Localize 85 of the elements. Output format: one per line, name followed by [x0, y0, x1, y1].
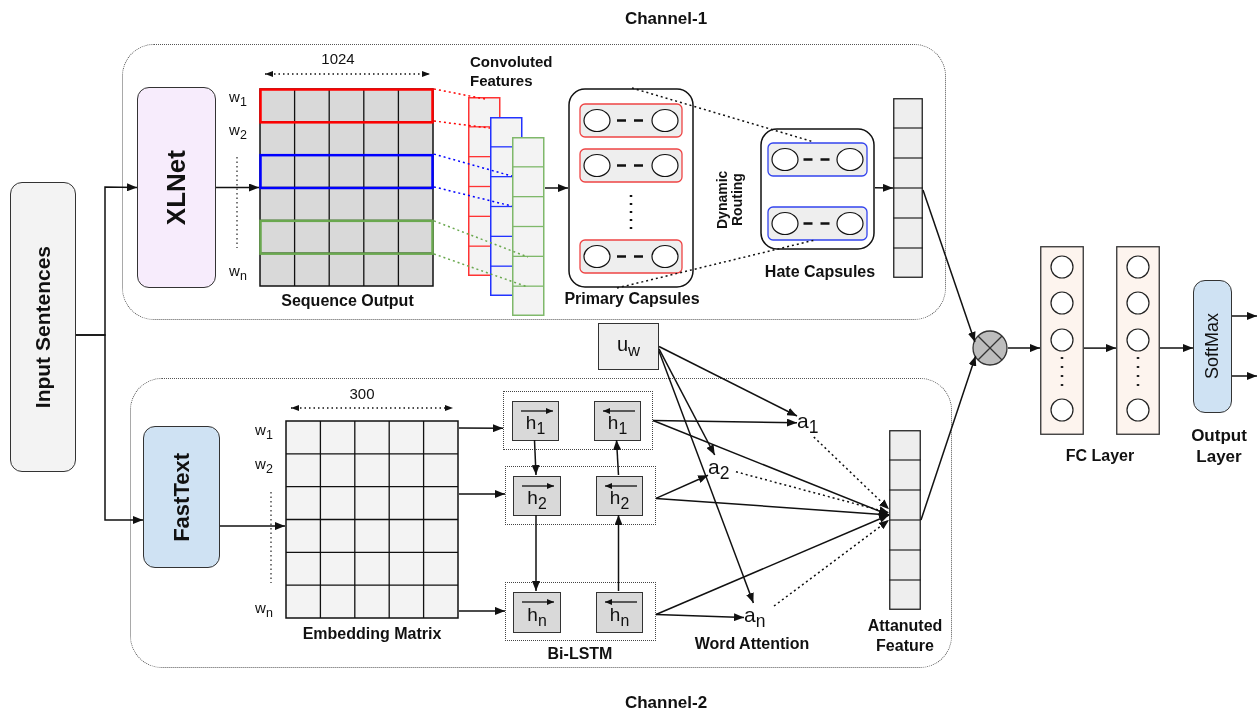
- row-label: w$_{1}$: [254, 421, 274, 443]
- box-label: Input Sentences: [31, 245, 55, 409]
- arrow: [655, 613, 745, 622]
- attention-weight-label: a$_{1}$: [797, 409, 825, 437]
- box-label: u$_{w}$: [616, 332, 641, 361]
- arrow: [532, 514, 540, 592]
- hidden-state-box: [513, 476, 561, 516]
- row-label: w$_{1}$: [228, 88, 248, 110]
- attention-weight-label: a$_{2}$: [708, 455, 736, 483]
- row-label: w$_{2}$: [254, 455, 274, 477]
- arrow: [920, 355, 977, 521]
- hidden-state-box: [596, 592, 643, 633]
- arrow: [614, 514, 623, 592]
- state-label: h$_{n}$: [609, 603, 630, 630]
- arrow: [1159, 344, 1194, 353]
- arrow: [458, 424, 504, 433]
- arrow: [658, 345, 798, 417]
- dotted-arrow: [773, 519, 890, 607]
- input-box: [10, 182, 76, 472]
- lstm-step-group: [503, 391, 653, 450]
- box-label: SoftMax: [1202, 313, 1223, 380]
- layer-caption: FC Layer: [1064, 446, 1136, 466]
- row-label: w$_{n}$: [254, 599, 274, 621]
- arrow: [613, 439, 622, 476]
- panel-heading: Channel-1: [624, 8, 708, 30]
- hidden-state-box: [513, 592, 561, 633]
- context-vector-box: [598, 323, 659, 370]
- multiply-operator-drawing: [972, 330, 1008, 366]
- lstm-step-group: [505, 466, 656, 525]
- panel-heading: Channel-2: [624, 692, 708, 711]
- hidden-state-box: [512, 401, 559, 441]
- dense-layer-drawing: [1040, 246, 1084, 435]
- hidden-state-box: [596, 476, 643, 516]
- feature-vector-drawing: [893, 98, 923, 278]
- box-label: FastText: [168, 452, 195, 542]
- arrow: [658, 350, 755, 604]
- arrow: [874, 183, 894, 192]
- state-label: h$_{n}$: [527, 603, 547, 630]
- arrow: [655, 514, 890, 616]
- arrow: [75, 334, 144, 524]
- layer-caption: Hate Capsules: [764, 262, 876, 282]
- layer-caption: Primary Capsules: [564, 289, 700, 309]
- layer-caption: Output Layer: [1190, 425, 1248, 468]
- state-label: h$_{1}$: [607, 412, 628, 438]
- dotted-arrow: [813, 436, 890, 510]
- arrow: [531, 439, 540, 476]
- hidden-state-box: [594, 401, 641, 441]
- routing-label: Dynamic Routing: [714, 169, 746, 232]
- arrow: [655, 474, 709, 500]
- state-label: h$_{2}$: [609, 487, 630, 513]
- state-label: h$_{2}$: [527, 487, 547, 513]
- layer-caption: Sequence Output: [281, 291, 414, 311]
- arrow: [922, 189, 976, 343]
- lstm-step-group: [505, 582, 656, 641]
- dense-layer-drawing: [1116, 246, 1160, 435]
- attention-weight-label: a$_{n}$: [744, 603, 774, 633]
- arrow: [1231, 311, 1258, 320]
- layer-caption: Embedding Matrix: [302, 624, 442, 644]
- arrow: [658, 348, 716, 456]
- layer-caption: Word Attention: [693, 634, 811, 654]
- arrow: [219, 522, 286, 531]
- row-label: w$_{2}$: [228, 121, 248, 143]
- arrow: [1083, 344, 1117, 353]
- model-box: [143, 426, 220, 568]
- model-box: [137, 87, 216, 288]
- box-label: XLNet: [161, 149, 192, 226]
- arrow: [458, 606, 506, 615]
- arrow: [1231, 372, 1258, 380]
- arrow: [1007, 344, 1041, 353]
- dimension-label: 300: [348, 385, 376, 403]
- layer-caption: Attanuted Feature: [866, 616, 944, 656]
- layer-caption: Bi-LSTM: [546, 644, 614, 664]
- dotted-line: [616, 239, 816, 289]
- arrow: [544, 184, 569, 193]
- arrow: [458, 490, 506, 498]
- arrow: [652, 418, 798, 427]
- layer-caption: Convoluted Features: [470, 53, 554, 91]
- row-label: w$_{n}$: [228, 262, 248, 284]
- dimension-label: 1024: [320, 50, 356, 68]
- state-label: h$_{1}$: [525, 412, 546, 438]
- dotted-arrow: [735, 471, 890, 515]
- arrow: [215, 183, 260, 192]
- arrow: [652, 419, 890, 516]
- dotted-line: [433, 253, 529, 288]
- dotted-line: [433, 88, 486, 100]
